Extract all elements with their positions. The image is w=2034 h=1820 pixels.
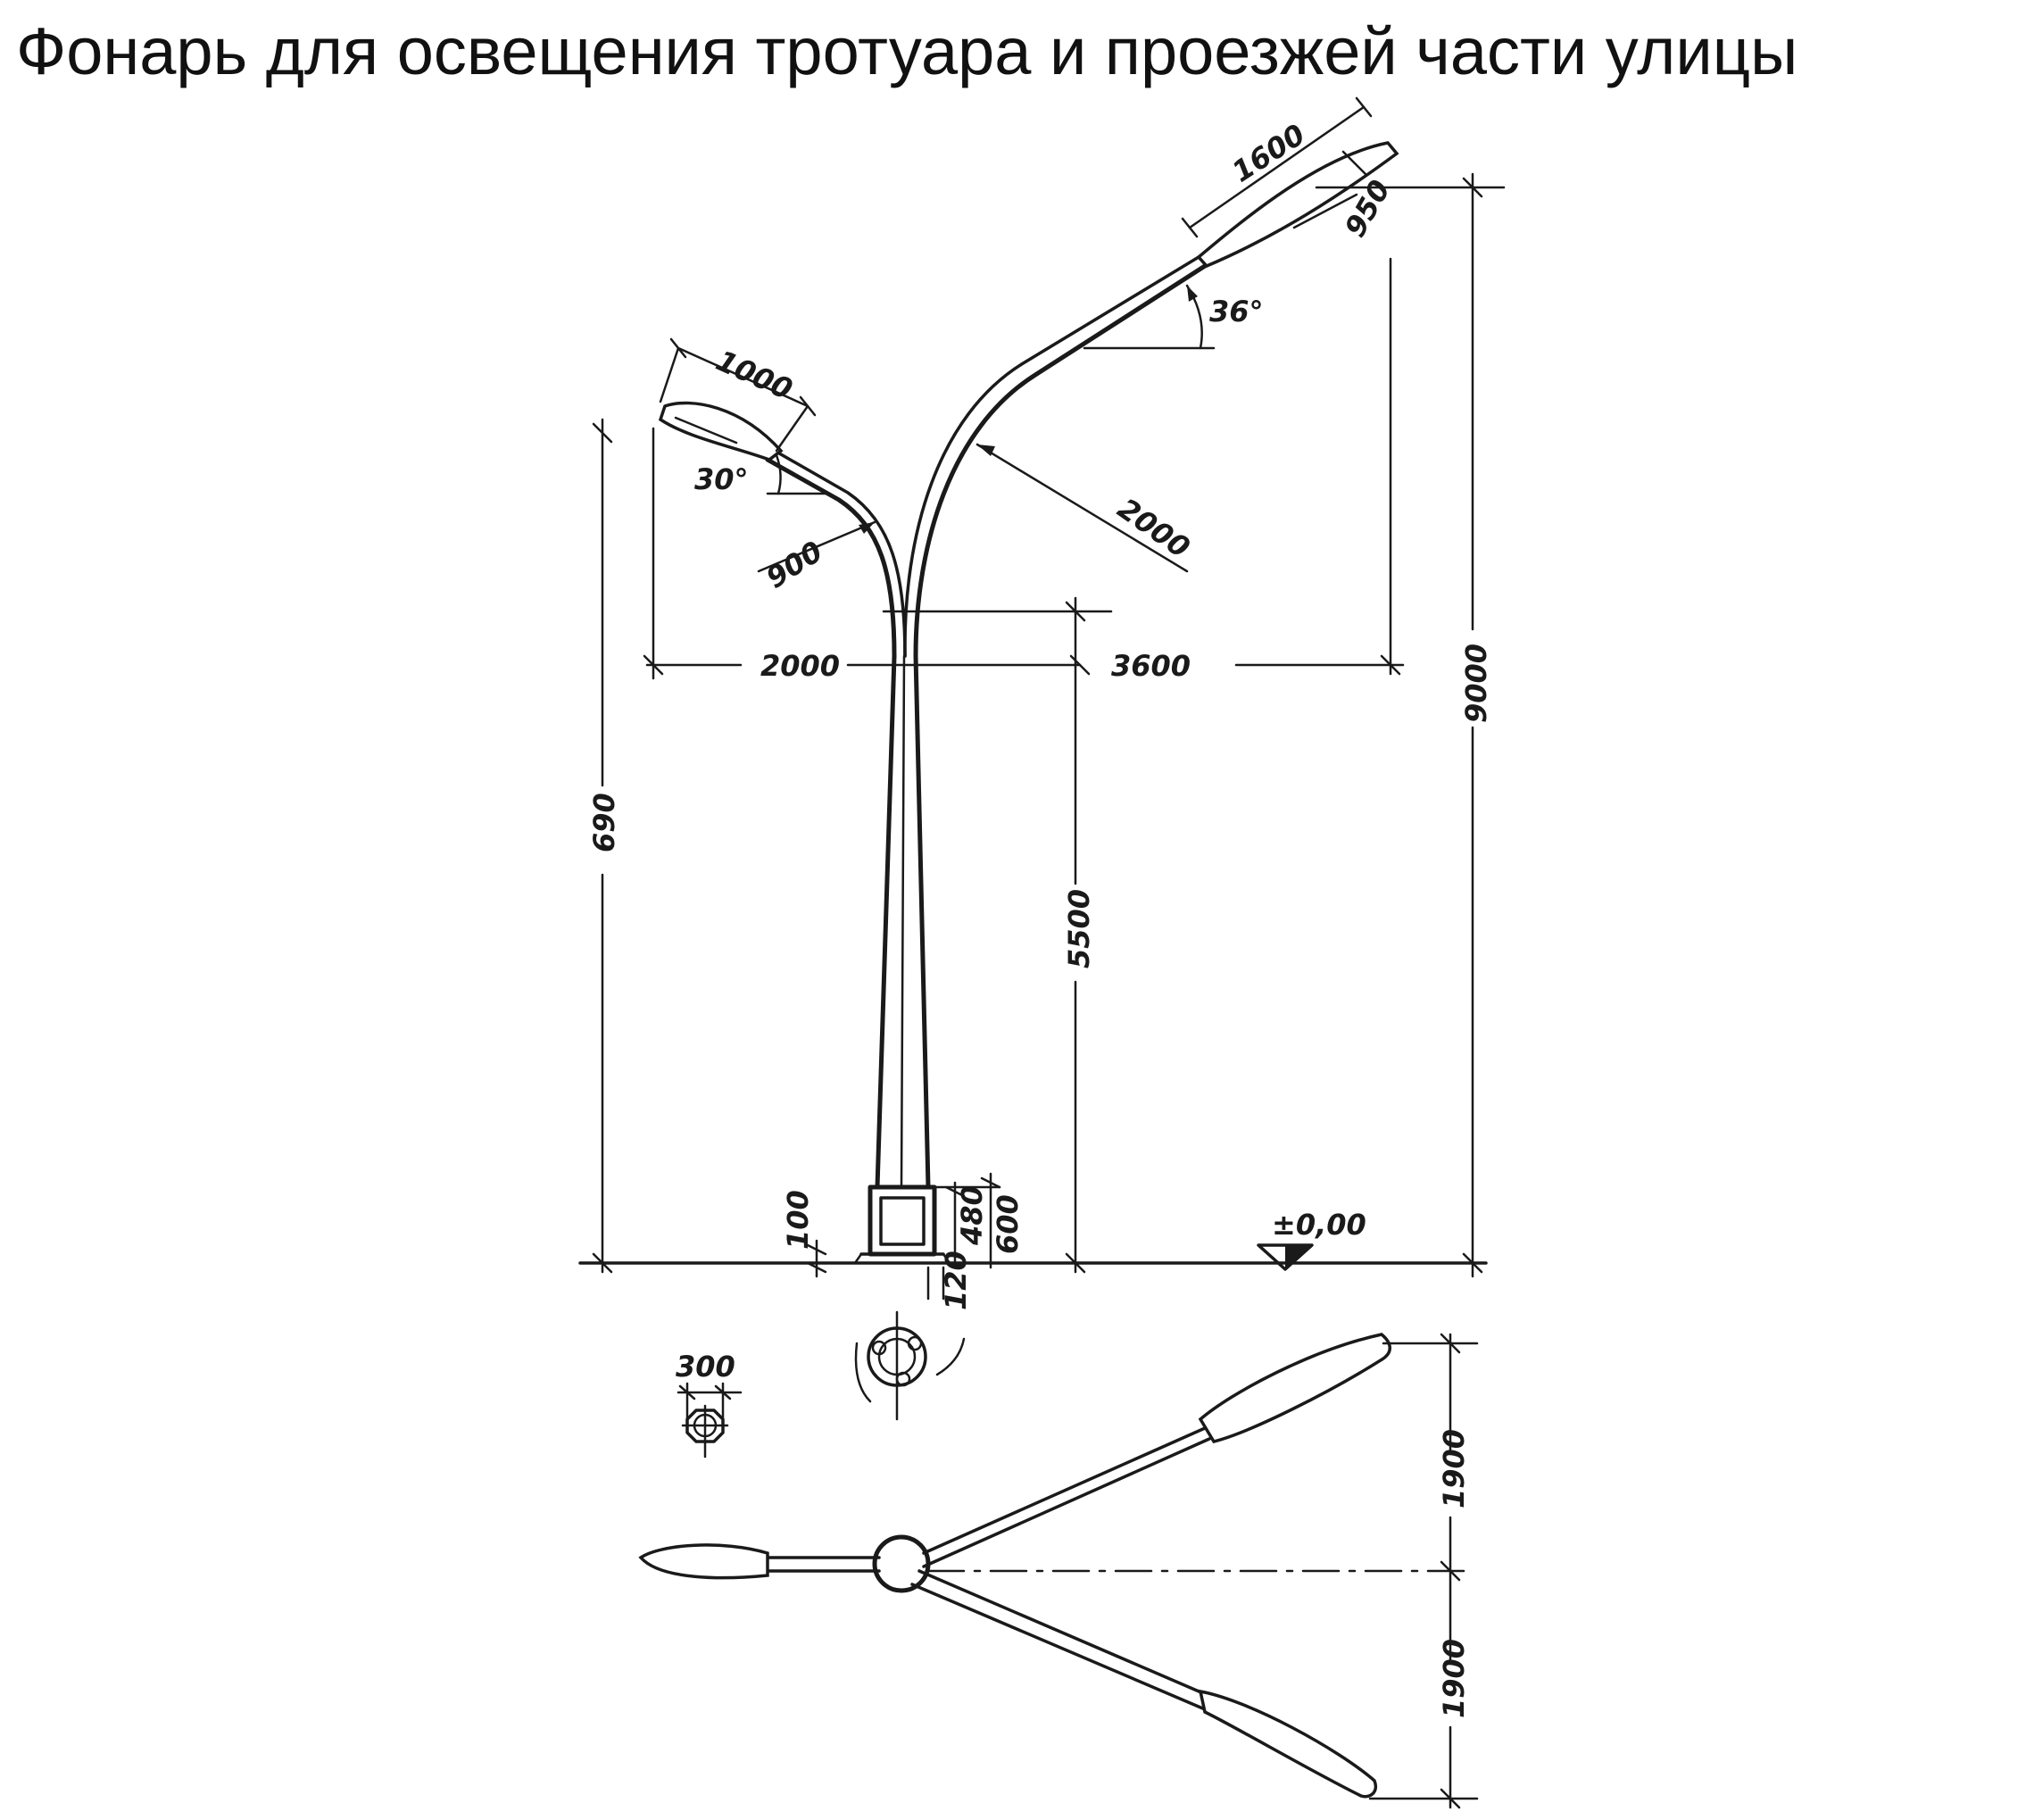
- dim-bend-height: 5500: [1062, 889, 1096, 968]
- dim-base-width: 120: [939, 1251, 973, 1310]
- left-lamp: [658, 401, 784, 461]
- page-title: Фонарь для освещения тротуара и проезжей…: [16, 14, 1798, 88]
- plan-left-arm: [638, 1543, 881, 1580]
- pole-shaft: [875, 653, 931, 1190]
- elevation-view: 1000 30° 900 2000 690 1600 950 36° 2000 …: [578, 96, 1506, 1310]
- plan-upper-arm: [922, 1333, 1391, 1568]
- bolt-detail: 300: [676, 1350, 743, 1458]
- dim-bolt-circle: 300: [676, 1350, 735, 1384]
- plan-view: 1900 1900: [638, 1333, 1479, 1809]
- base-section-detail: [854, 1310, 966, 1421]
- dim-left-arm-radius: 900: [760, 534, 829, 594]
- elevation-dimension-lines: [592, 96, 1506, 1301]
- dim-left-height: 690: [587, 793, 621, 852]
- dim-total-height: 9000: [1459, 644, 1493, 723]
- dim-right-arm-radius: 2000: [1111, 491, 1196, 564]
- dim-right-lamp-angle: 36°: [1209, 295, 1264, 328]
- right-arm: [903, 255, 1208, 659]
- dim-left-reach: 2000: [760, 649, 840, 683]
- right-lamp: [1196, 141, 1399, 269]
- plan-dimension-lines: [1368, 1333, 1479, 1809]
- dim-left-lamp-angle: 30°: [694, 462, 749, 496]
- dim-base-offset: 100: [781, 1190, 815, 1250]
- plan-lower-arm: [910, 1569, 1377, 1799]
- dim-base-inner-height: 480: [955, 1185, 989, 1246]
- dim-right-lamp-length: 1600: [1226, 117, 1311, 188]
- plan-hub: [872, 1534, 931, 1593]
- dim-upper-offset: 1900: [1437, 1429, 1471, 1508]
- dim-lower-offset: 1900: [1437, 1639, 1471, 1718]
- dim-left-lamp-length: 1000: [711, 344, 798, 407]
- pole-base: [853, 1184, 951, 1265]
- dim-ground-level: ±0,00: [1272, 1208, 1366, 1242]
- dim-right-reach: 3600: [1111, 649, 1191, 683]
- dim-base-height: 600: [991, 1194, 1025, 1254]
